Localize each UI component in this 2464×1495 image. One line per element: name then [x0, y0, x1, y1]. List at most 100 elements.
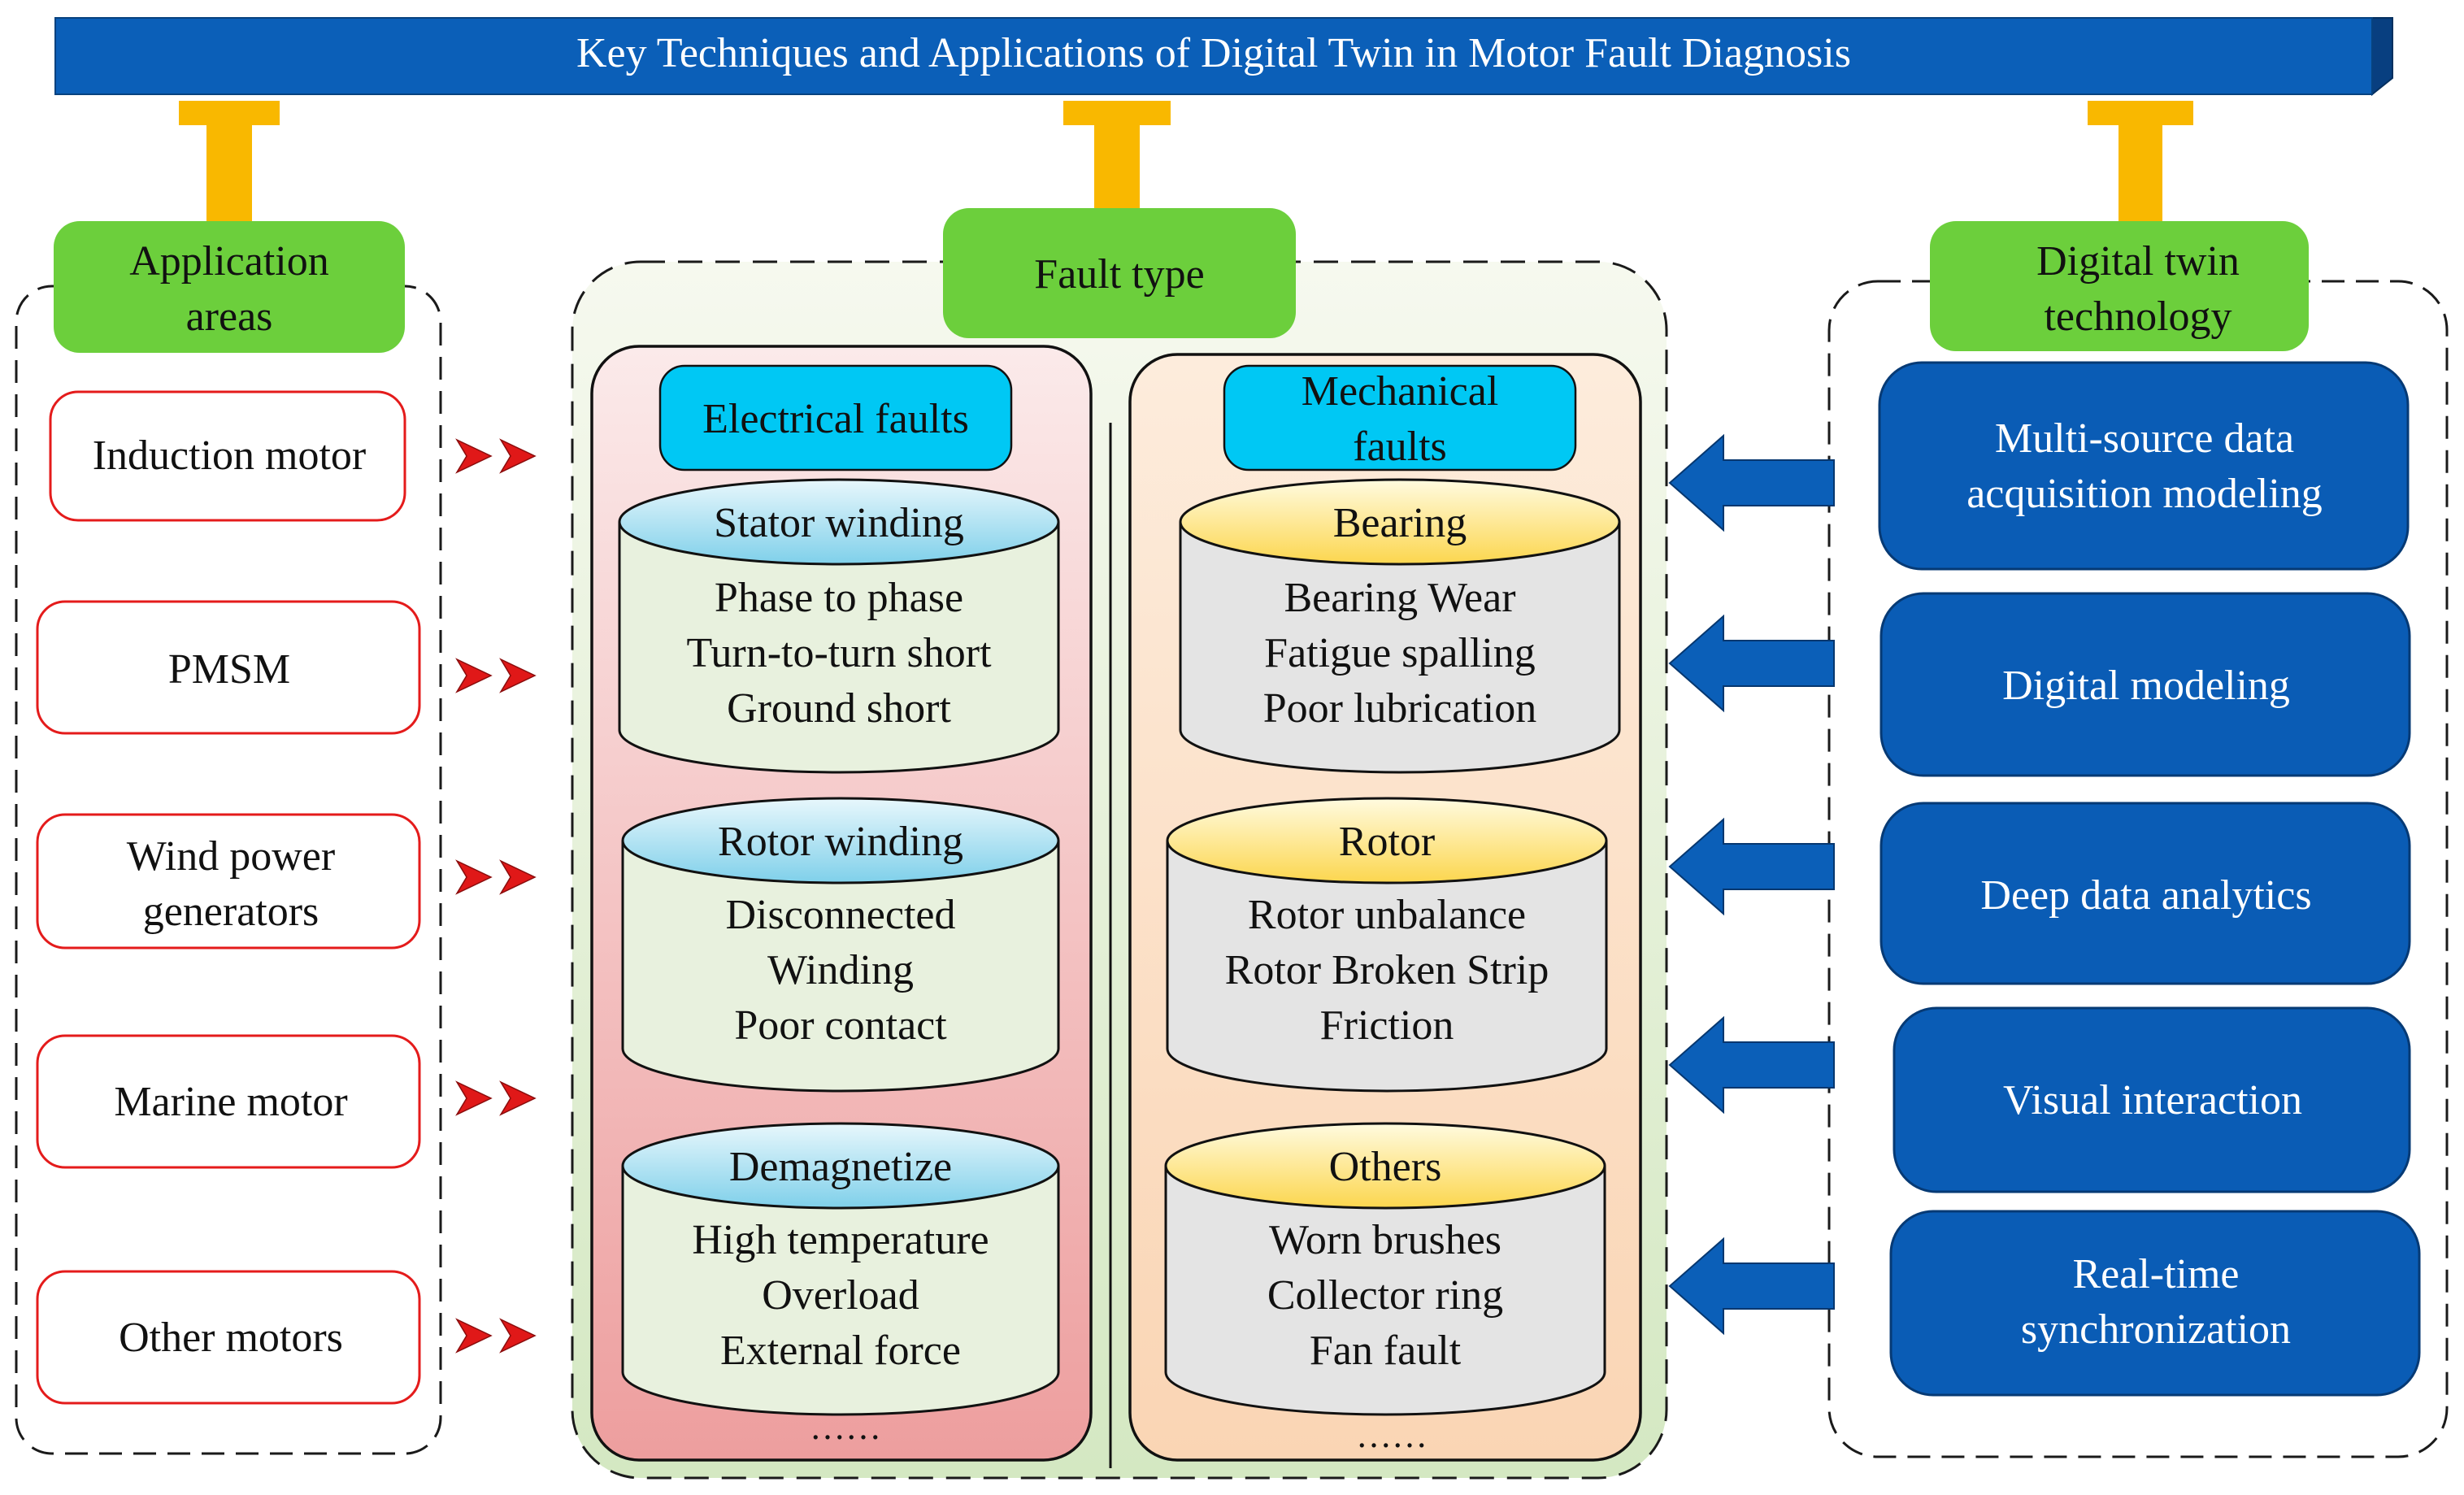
application-area-label: Induction motor	[93, 432, 367, 479]
application-areas-header-line-1: Application	[129, 238, 329, 285]
cylinder-item: Fan fault	[1310, 1328, 1462, 1374]
cylinder-title: Rotor winding	[718, 819, 963, 865]
fault-cylinder-others: Others Worn brushes Collector ring Fan f…	[1164, 1122, 1606, 1416]
cylinder-item: Friction	[1320, 1002, 1454, 1049]
electrical-faults-header-label: Electrical faults	[702, 396, 969, 442]
application-area-box	[49, 390, 406, 522]
technology-item-1: Multi-source data acquisition modeling	[1878, 361, 2410, 571]
cylinder-item: Phase to phase	[715, 575, 963, 621]
cylinder-item: Collector ring	[1267, 1272, 1503, 1319]
blue-arrows	[1668, 433, 1835, 1336]
cylinder-item: Fatigue spalling	[1264, 630, 1536, 676]
title-bar-body	[54, 17, 2373, 95]
cylinder-top	[1179, 478, 1621, 566]
technology-box	[1889, 1210, 2421, 1397]
cylinder-body	[1179, 522, 1621, 774]
digital-twin-technology-header-box	[1930, 221, 2309, 351]
cylinder-item: External force	[720, 1328, 961, 1374]
cylinder-item: Overload	[762, 1272, 919, 1319]
cylinder-body	[618, 522, 1060, 774]
technology-item-4: Visual interaction	[1893, 1006, 2411, 1193]
arrow-left-icon	[1668, 1015, 1835, 1115]
cylinder-top	[618, 478, 1060, 566]
technology-label: Multi-source data	[1995, 415, 2294, 462]
cylinder-top	[1166, 797, 1608, 884]
cylinder-item: Turn-to-turn short	[686, 630, 992, 676]
cylinder-item: Rotor unbalance	[1248, 892, 1526, 938]
cylinder-top	[621, 797, 1060, 884]
fault-type-header-label: Fault type	[1034, 251, 1204, 298]
arrow-left-icon	[1668, 1236, 1835, 1336]
up-arrow-center	[1063, 101, 1171, 215]
arrow-left-icon	[1668, 614, 1835, 713]
technology-label: synchronization	[2021, 1306, 2291, 1353]
cylinder-title: Bearing	[1333, 500, 1467, 546]
chevron-right-icon	[455, 859, 537, 895]
cylinder-body	[1166, 841, 1608, 1093]
red-chevrons	[455, 438, 537, 1354]
technology-box	[1880, 802, 2411, 985]
arrow-left-icon	[1668, 433, 1835, 532]
technology-box	[1878, 361, 2410, 571]
digital-twin-technology-header: Digital twin technology	[1930, 221, 2309, 351]
application-area-box	[36, 600, 421, 735]
chevron-right-icon	[455, 438, 537, 474]
application-area-box	[36, 1270, 421, 1405]
electrical-faults-header-box	[658, 364, 1013, 472]
electrical-faults-ellipsis: ……	[810, 1407, 881, 1447]
cylinder-item: Poor contact	[734, 1002, 947, 1049]
fault-type-header: Fault type	[943, 208, 1296, 338]
cylinder-title: Demagnetize	[729, 1144, 952, 1190]
cylinder-item: Ground short	[727, 685, 951, 732]
digital-twin-technology-header-line-2: technology	[2044, 293, 2232, 340]
technology-label: Real-time	[2072, 1251, 2239, 1297]
application-areas-header-box	[54, 221, 405, 353]
application-area-label: Wind power	[127, 833, 335, 880]
cylinder-item: High temperature	[692, 1217, 989, 1263]
application-area-box	[36, 813, 421, 950]
technology-label: Visual interaction	[2003, 1077, 2302, 1123]
technology-label: Deep data analytics	[1980, 872, 2311, 919]
title-bar-depth	[2371, 17, 2393, 97]
cylinder-title: Others	[1329, 1144, 1442, 1190]
fault-cylinder-demagnetize: Demagnetize High temperature Overload Ex…	[621, 1122, 1060, 1416]
digital-twin-technology-header-line-1: Digital twin	[2036, 238, 2240, 285]
title-text: Key Techniques and Applications of Digit…	[576, 30, 1851, 76]
application-area-item-4: Marine motor	[36, 1034, 421, 1169]
cylinder-item: Winding	[767, 947, 914, 993]
application-area-item-1: Induction motor	[49, 390, 406, 522]
cylinder-body	[621, 1166, 1060, 1416]
arrow-left-icon	[1668, 817, 1835, 916]
mechanical-faults-header-line-2: faults	[1353, 424, 1447, 470]
electrical-faults-header: Electrical faults	[658, 364, 1013, 472]
cylinder-item: Poor lubrication	[1263, 685, 1537, 732]
cylinder-title: Rotor	[1339, 819, 1435, 865]
application-areas-header-line-2: areas	[186, 293, 273, 340]
cylinder-item: Bearing Wear	[1284, 575, 1515, 621]
technology-box	[1880, 592, 2411, 777]
mechanical-faults-header-line-1: Mechanical	[1302, 368, 1499, 415]
application-area-label: generators	[143, 889, 319, 935]
technology-label: acquisition modeling	[1966, 471, 2323, 517]
mechanical-faults-ellipsis: ……	[1356, 1415, 1428, 1455]
up-arrows	[179, 101, 2193, 223]
application-area-item-2: PMSM	[36, 600, 421, 735]
cylinder-item: Worn brushes	[1269, 1217, 1501, 1263]
application-area-label: PMSM	[168, 646, 290, 693]
technology-box	[1893, 1006, 2411, 1193]
chevron-right-icon	[455, 1318, 537, 1354]
cylinder-item: Rotor Broken Strip	[1225, 947, 1549, 993]
chevron-right-icon	[455, 1080, 537, 1116]
mechanical-faults-header: Mechanical faults	[1223, 364, 1577, 472]
application-area-label: Other motors	[119, 1315, 343, 1361]
fault-cylinder-rotor: Rotor Rotor unbalance Rotor Broken Strip…	[1166, 797, 1608, 1093]
technology-label: Digital modeling	[2002, 663, 2290, 709]
application-areas-header: Application areas	[54, 221, 405, 353]
chevron-right-icon	[455, 658, 537, 693]
application-area-item-3: Wind power generators	[36, 813, 421, 950]
fault-cylinder-bearing: Bearing Bearing Wear Fatigue spalling Po…	[1179, 478, 1621, 774]
title-bar: Key Techniques and Applications of Digit…	[54, 17, 2393, 97]
mechanical-faults-header-box	[1223, 364, 1577, 472]
technology-item-2: Digital modeling	[1880, 592, 2411, 777]
